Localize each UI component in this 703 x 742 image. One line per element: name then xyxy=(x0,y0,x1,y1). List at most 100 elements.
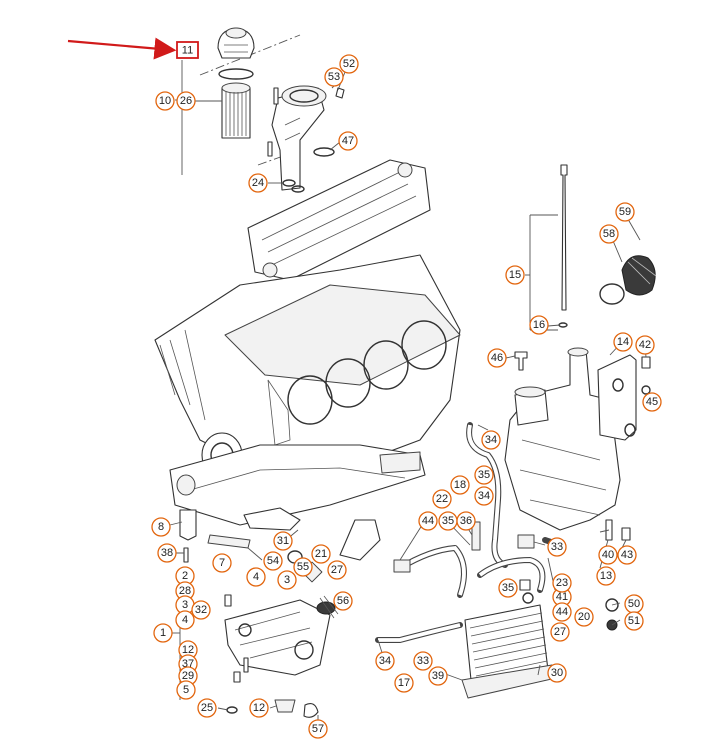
callout-33: 33 xyxy=(547,537,567,557)
callout-18: 18 xyxy=(450,475,470,495)
callout-8: 8 xyxy=(151,517,171,537)
svg-text:54: 54 xyxy=(267,555,279,567)
svg-text:51: 51 xyxy=(628,615,640,627)
svg-text:18: 18 xyxy=(454,479,466,491)
svg-text:10: 10 xyxy=(159,95,171,107)
callout-52: 52 xyxy=(339,54,359,74)
callout-21: 21 xyxy=(311,544,331,564)
oil-filter-housing xyxy=(271,85,327,191)
svg-text:21: 21 xyxy=(315,548,327,560)
svg-text:39: 39 xyxy=(432,670,444,682)
svg-text:44: 44 xyxy=(422,515,434,527)
callout-12: 12 xyxy=(249,698,269,718)
callout-34: 34 xyxy=(481,430,501,450)
svg-text:29: 29 xyxy=(182,670,194,682)
svg-text:14: 14 xyxy=(617,336,629,348)
svg-text:38: 38 xyxy=(161,547,173,559)
callout-26: 26 xyxy=(176,91,196,111)
callout-55: 55 xyxy=(293,557,313,577)
svg-text:52: 52 xyxy=(343,58,355,70)
svg-text:17: 17 xyxy=(398,677,410,689)
svg-text:35: 35 xyxy=(442,515,454,527)
callout-23: 23 xyxy=(552,573,572,593)
svg-text:28: 28 xyxy=(179,585,191,597)
svg-text:15: 15 xyxy=(509,269,521,281)
callout-24: 24 xyxy=(248,173,268,193)
svg-text:20: 20 xyxy=(578,611,590,623)
highlight-box xyxy=(176,41,199,59)
callout-14: 14 xyxy=(613,332,633,352)
callout-13: 13 xyxy=(596,566,616,586)
filter-seal-ring xyxy=(218,68,254,80)
svg-text:34: 34 xyxy=(485,434,497,446)
svg-text:7: 7 xyxy=(219,557,225,569)
svg-text:32: 32 xyxy=(195,604,207,616)
svg-text:13: 13 xyxy=(600,570,612,582)
svg-text:1: 1 xyxy=(160,627,166,639)
svg-text:40: 40 xyxy=(602,549,614,561)
svg-text:42: 42 xyxy=(639,339,651,351)
svg-text:27: 27 xyxy=(554,626,566,638)
oil-reservoir xyxy=(504,347,651,531)
dipstick-group xyxy=(525,164,657,331)
callout-43: 43 xyxy=(617,545,637,565)
svg-text:46: 46 xyxy=(491,352,503,364)
svg-text:45: 45 xyxy=(646,396,658,408)
callout-33: 33 xyxy=(413,651,433,671)
oil-filter-group xyxy=(175,27,345,193)
callout-22: 22 xyxy=(432,489,452,509)
svg-text:31: 31 xyxy=(277,535,289,547)
svg-text:12: 12 xyxy=(253,702,265,714)
svg-text:56: 56 xyxy=(337,595,349,607)
svg-text:55: 55 xyxy=(297,561,309,573)
svg-text:59: 59 xyxy=(619,206,631,218)
callout-41: 41 xyxy=(552,587,572,607)
callout-25: 25 xyxy=(197,698,217,718)
svg-text:2: 2 xyxy=(182,570,188,582)
callout-58: 58 xyxy=(599,224,619,244)
callout-47: 47 xyxy=(338,131,358,151)
callout-5: 5 xyxy=(176,680,196,700)
callout-31: 31 xyxy=(273,531,293,551)
callouts: 11 52 53 10 26 47 24 59 58 15 16 14 42 4… xyxy=(151,45,662,739)
callout-36: 36 xyxy=(456,511,476,531)
callout-57: 57 xyxy=(308,719,328,739)
svg-text:4: 4 xyxy=(253,571,259,583)
callout-34: 34 xyxy=(474,486,494,506)
callout-34: 34 xyxy=(375,651,395,671)
svg-text:12: 12 xyxy=(182,644,194,656)
oil-filter-cap xyxy=(217,27,255,59)
callout-38: 38 xyxy=(157,543,177,563)
callout-39: 39 xyxy=(428,666,448,686)
callout-59: 59 xyxy=(615,202,635,222)
callout-44: 44 xyxy=(552,602,572,622)
svg-text:58: 58 xyxy=(603,228,615,240)
svg-text:34: 34 xyxy=(379,655,391,667)
callout-28: 28 xyxy=(175,581,195,601)
svg-text:22: 22 xyxy=(436,493,448,505)
oil-filter-element xyxy=(221,82,251,139)
callout-15: 15 xyxy=(505,265,525,285)
svg-text:44: 44 xyxy=(556,606,568,618)
svg-text:41: 41 xyxy=(556,591,568,603)
svg-text:3: 3 xyxy=(284,574,290,586)
svg-text:34: 34 xyxy=(478,490,490,502)
callout-45: 45 xyxy=(642,392,662,412)
highlight-arrow xyxy=(67,37,177,60)
callout-7: 7 xyxy=(212,553,232,573)
oil-cooler xyxy=(461,519,631,699)
callout-27: 27 xyxy=(327,560,347,580)
callout-16: 16 xyxy=(529,315,549,335)
callout-35: 35 xyxy=(474,465,494,485)
svg-text:36: 36 xyxy=(460,515,472,527)
svg-text:16: 16 xyxy=(533,319,545,331)
callout-40: 40 xyxy=(598,545,618,565)
callout-42: 42 xyxy=(635,335,655,355)
svg-text:3: 3 xyxy=(182,599,188,611)
svg-text:8: 8 xyxy=(158,521,164,533)
callout-35: 35 xyxy=(438,511,458,531)
callout-56: 56 xyxy=(333,591,353,611)
callout-17: 17 xyxy=(394,673,414,693)
callout-53: 53 xyxy=(324,67,344,87)
